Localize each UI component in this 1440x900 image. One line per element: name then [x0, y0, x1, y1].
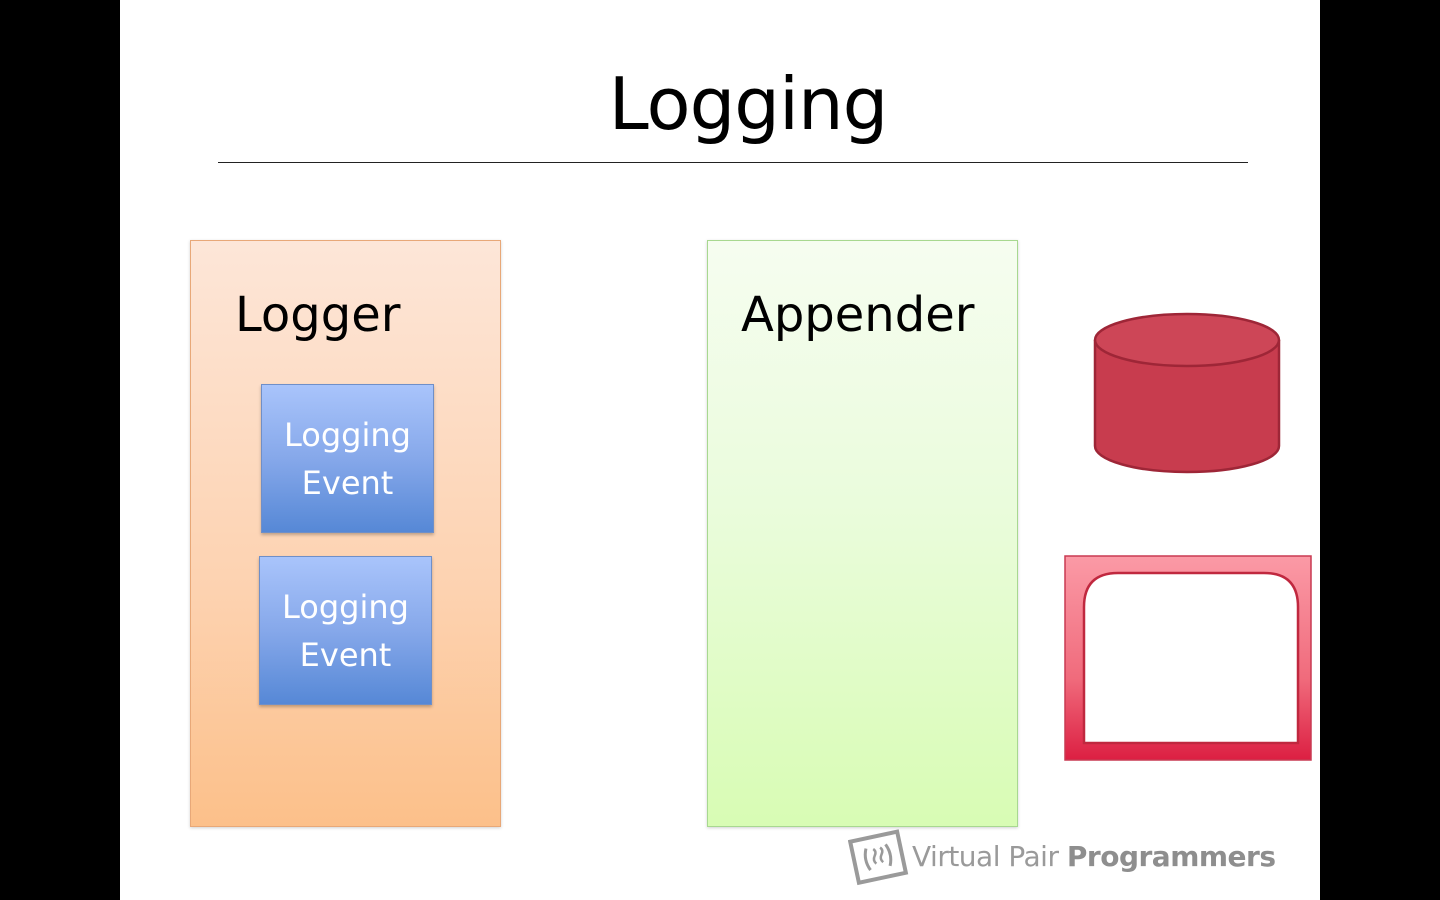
vpp-logo-icon	[848, 829, 909, 886]
logging-event-line2: Event	[299, 635, 392, 674]
appender-label: Appender	[741, 287, 975, 343]
watermark-bold-text: Programmers	[1066, 840, 1276, 873]
logger-box: Logger Logging Event Logging Event	[190, 240, 501, 827]
appender-box: Appender	[707, 240, 1018, 827]
database-cylinder-icon	[1093, 312, 1281, 474]
slide-title: Logging	[608, 62, 889, 146]
logger-label: Logger	[235, 287, 401, 343]
watermark: Virtual Pair Programmers	[848, 828, 1276, 886]
logging-event-line2: Event	[301, 463, 394, 502]
title-divider	[218, 162, 1248, 163]
slide: Logging Logger Logging Event Logging Eve…	[120, 0, 1320, 900]
screen-icon	[1064, 555, 1312, 761]
logging-event-box: Logging Event	[259, 556, 432, 705]
watermark-light-text: Virtual Pair	[912, 840, 1067, 873]
logging-event-box: Logging Event	[261, 384, 434, 533]
logging-event-line1: Logging	[282, 587, 409, 626]
watermark-text: Virtual Pair Programmers	[912, 837, 1276, 877]
logging-event-line1: Logging	[284, 415, 411, 454]
